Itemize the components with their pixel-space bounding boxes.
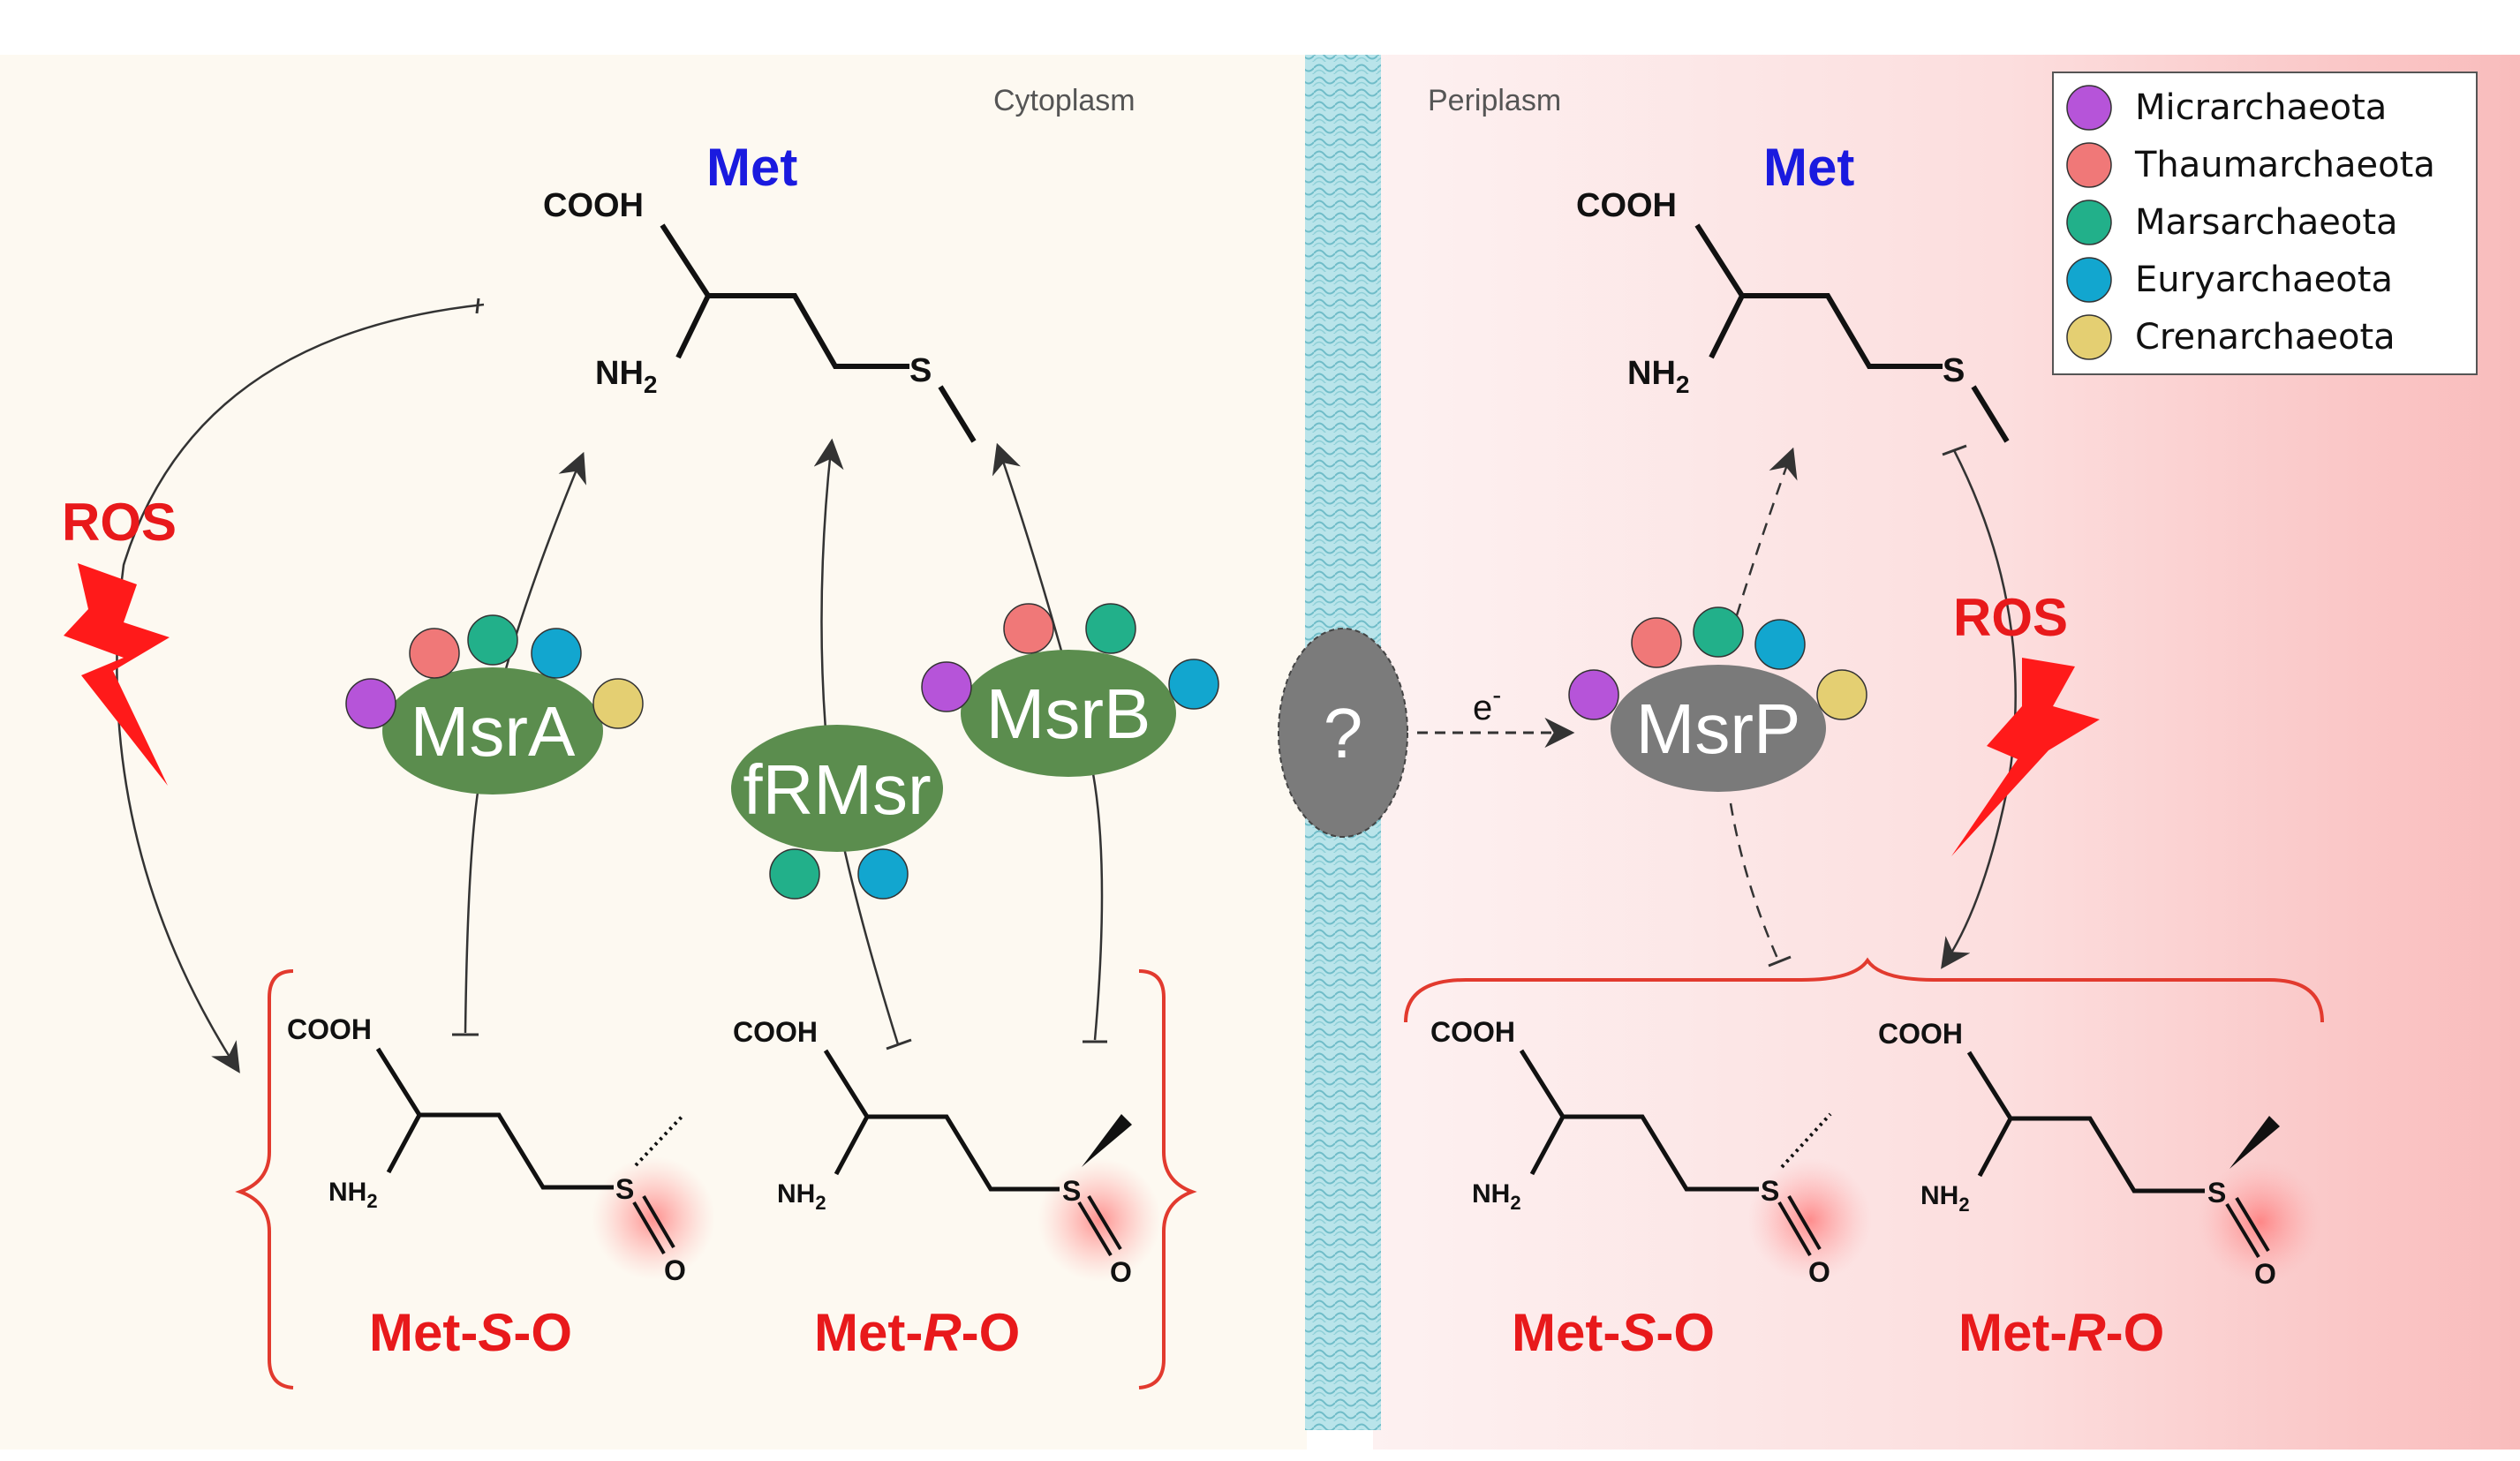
euryarchaeota-dot [531, 628, 582, 679]
lightning-bolt-left-icon [64, 563, 170, 786]
micrarchaeota-dot [1568, 669, 1619, 720]
sulfur-label: S [909, 352, 932, 389]
nh2-label: NH2 [328, 1178, 378, 1212]
legend-label: Micrarchaeota [2135, 87, 2387, 128]
nh2-label: NH2 [1472, 1179, 1521, 1214]
nh2-label: NH2 [777, 1179, 826, 1214]
crenarchaeota-dot [592, 678, 644, 729]
met-s-o-left: COOH NH2 S O Met-S-O [287, 1013, 715, 1362]
right-brace [1404, 957, 2324, 1023]
met-s-o-right: COOH NH2 S O Met-S-O [1430, 1016, 1872, 1362]
met-r-o-label: Met-R-O [1958, 1303, 2164, 1362]
cooh-label: COOH [733, 1016, 818, 1048]
cooh-label: COOH [1878, 1018, 1963, 1050]
marsarchaeota-dot [1693, 606, 1744, 658]
legend-swatch [2066, 257, 2112, 303]
legend-label: Marsarchaeota [2135, 202, 2398, 243]
legend-label: Crenarchaeota [2135, 317, 2396, 358]
msrp-tbar [1768, 955, 1792, 968]
legend-item: Micrarchaeota [2066, 85, 2387, 131]
legend-label: Euryarchaeota [2135, 260, 2393, 300]
ros-label-left: ROS [62, 493, 177, 552]
frmsr-label: fRMsr [743, 750, 931, 829]
msrp-enzyme: MsrP [1568, 606, 1867, 792]
marsarchaeota-dot [769, 848, 820, 900]
euryarchaeota-dot [1754, 619, 1806, 670]
crenarchaeota-dot [1816, 669, 1867, 720]
oxygen-label: O [664, 1254, 686, 1286]
msrp-reduction-arrow [1729, 447, 1798, 636]
left-close-bracket [1138, 969, 1197, 1389]
cooh-label: COOH [1576, 187, 1677, 224]
ros-tbar-right [1942, 444, 1967, 456]
legend-item: Euryarchaeota [2066, 257, 2393, 303]
lightning-bolt-right-icon [1951, 658, 2100, 856]
nh2-label: NH2 [595, 355, 657, 398]
nh2-label: NH2 [1920, 1181, 1970, 1216]
legend-label: Thaumarchaeota [2134, 145, 2435, 185]
euryarchaeota-dot [1168, 659, 1219, 710]
legend-swatch [2066, 314, 2112, 360]
ros-label-right: ROS [1953, 588, 2068, 647]
left-open-bracket [235, 969, 294, 1389]
thaumarchaeota-dot [1631, 617, 1682, 668]
met-label-left: Met [706, 138, 797, 197]
ros-oxidation-arrow-left [116, 303, 485, 1073]
legend-swatch [2066, 85, 2112, 131]
met-r-o-left: COOH NH2 S O Met-R-O [733, 1016, 1161, 1362]
cooh-label: COOH [1430, 1016, 1515, 1048]
nh2-label: NH2 [1627, 355, 1689, 398]
sulfur-label: S [1761, 1175, 1779, 1207]
msrb-enzyme: MsrB [921, 603, 1219, 777]
thaumarchaeota-dot [1003, 603, 1054, 654]
unknown-transporter: ? [1278, 628, 1408, 838]
msrb-label: MsrB [986, 674, 1151, 753]
msra-label: MsrA [411, 692, 576, 771]
met-r-o-right: COOH NH2 S O Met-R-O [1878, 1018, 2322, 1362]
periplasm-label: Periplasm [1428, 84, 1561, 117]
ros-inhibition-left [475, 297, 480, 314]
met-r-o-label: Met-R-O [814, 1303, 1020, 1362]
micrarchaeota-dot [921, 661, 972, 712]
sulfur-label: S [2207, 1177, 2226, 1209]
met-s-o-label: Met-S-O [369, 1303, 572, 1362]
oxygen-label: O [1110, 1256, 1132, 1288]
legend-item: Crenarchaeota [2066, 314, 2396, 360]
sulfur-label: S [615, 1173, 634, 1205]
met-s-o-label: Met-S-O [1512, 1303, 1715, 1362]
thaumarchaeota-dot [409, 628, 460, 679]
cooh-label: COOH [287, 1013, 372, 1045]
ros-oxidation-arrow-right [1941, 449, 2017, 969]
frmsr-tbar [886, 1038, 912, 1051]
micrarchaeota-dot [345, 678, 396, 729]
oxygen-label: O [2254, 1258, 2276, 1290]
sulfur-label: S [1943, 352, 1965, 389]
marsarchaeota-dot [467, 614, 518, 666]
euryarchaeota-dot [857, 848, 909, 900]
met-label-right: Met [1763, 138, 1854, 197]
cooh-label: COOH [543, 187, 644, 224]
legend-item: Thaumarchaeota [2066, 142, 2435, 188]
frmsr-enzyme: fRMsr [731, 725, 943, 900]
met-molecule-left: Met COOH NH2 S [543, 138, 977, 443]
legend-swatch [2066, 200, 2112, 245]
oxygen-label: O [1808, 1256, 1830, 1288]
sulfur-label: S [1062, 1175, 1081, 1207]
met-molecule-right: Met COOH NH2 S [1576, 138, 2010, 443]
legend-swatch [2066, 142, 2112, 188]
msra-enzyme: MsrA [345, 614, 644, 795]
legend-item: Marsarchaeota [2066, 200, 2398, 245]
marsarchaeota-dot [1085, 603, 1136, 654]
cytoplasm-label: Cytoplasm [993, 84, 1136, 117]
unknown-label: ? [1324, 694, 1363, 772]
electron-label: e- [1473, 681, 1501, 727]
legend: MicrarchaeotaThaumarchaeotaMarsarchaeota… [2052, 72, 2478, 375]
msrp-label: MsrP [1636, 689, 1801, 768]
